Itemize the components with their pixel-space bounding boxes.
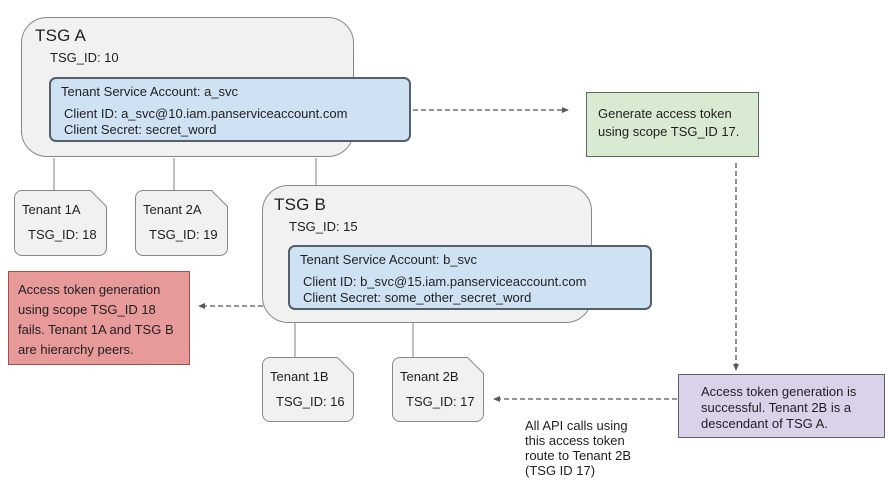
tenant-note-shape — [135, 190, 228, 256]
service-account-a-title: Tenant Service Account: a_svc — [61, 84, 239, 99]
tsg-b-id-label: TSG_ID: 15 — [289, 219, 358, 234]
service-account-b-client-id: Client ID: b_svc@15.iam.panserviceaccoun… — [303, 274, 587, 289]
tsg-a-id-label: TSG_ID: 10 — [50, 50, 119, 65]
tenant-2a-node: Tenant 2A TSG_ID: 19 — [135, 190, 228, 256]
api-route-annotation: All API calls using this access token ro… — [525, 418, 632, 478]
tenant-2b-name: Tenant 2B — [400, 369, 459, 384]
tenant-1b-node: Tenant 1B TSG_ID: 16 — [262, 357, 354, 422]
service-account-a-client-id: Client ID: a_svc@10.iam.panserviceaccoun… — [64, 106, 348, 121]
tenant-2b-id-label: TSG_ID: 17 — [406, 394, 475, 409]
service-account-b-client-secret: Client Secret: some_other_secret_word — [303, 290, 532, 305]
note-token-fail-text: Access token generation using scope TSG_… — [18, 282, 174, 357]
service-account-b-title: Tenant Service Account: b_svc — [300, 252, 478, 267]
note-token-success-text: Access token generation is successful. T… — [701, 384, 857, 431]
tenant-note-shape — [262, 357, 354, 422]
note-token-fail: Access token generation using scope TSG_… — [8, 271, 190, 365]
tenant-1b-name: Tenant 1B — [270, 369, 329, 384]
tsg-b-title: TSG B — [274, 195, 327, 214]
note-generate-token-text: Generate access token using scope TSG_ID… — [598, 106, 740, 139]
service-account-b-card: Tenant Service Account: b_svc Client ID:… — [288, 245, 652, 310]
tenant-2a-id-label: TSG_ID: 19 — [149, 227, 218, 242]
tenant-2a-name: Tenant 2A — [143, 202, 202, 217]
tenant-note-shape — [14, 190, 107, 256]
service-account-a-card: Tenant Service Account: a_svc Client ID:… — [49, 77, 411, 142]
tenant-1a-id-label: TSG_ID: 18 — [28, 227, 97, 242]
tsg-a-title: TSG A — [35, 26, 87, 45]
tenant-1a-name: Tenant 1A — [22, 202, 81, 217]
tenant-note-shape — [392, 357, 484, 422]
tenant-1a-node: Tenant 1A TSG_ID: 18 — [14, 190, 107, 256]
tenant-2b-node: Tenant 2B TSG_ID: 17 — [392, 357, 484, 422]
note-generate-token: Generate access token using scope TSG_ID… — [586, 92, 759, 157]
tenant-1b-id-label: TSG_ID: 16 — [276, 394, 345, 409]
note-token-success: Access token generation is successful. T… — [678, 374, 885, 438]
service-account-a-client-secret: Client Secret: secret_word — [64, 122, 217, 137]
